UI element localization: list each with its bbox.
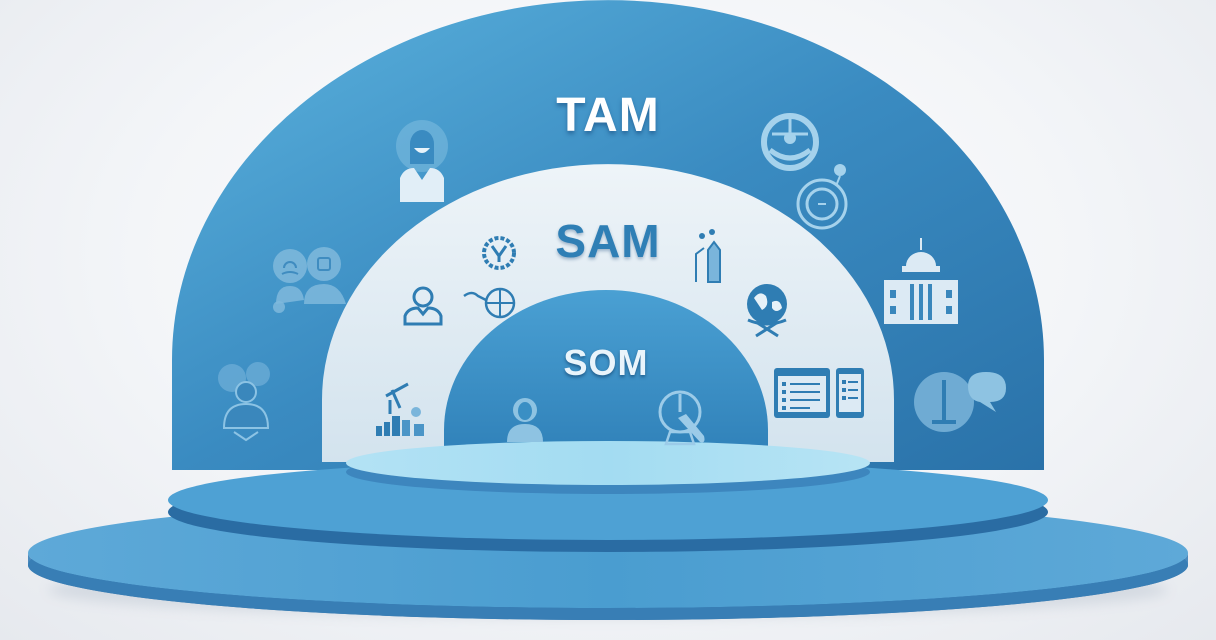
smiling-person-icon bbox=[396, 120, 448, 202]
thinking-person-icon bbox=[218, 362, 270, 442]
globe-stand-icon bbox=[747, 284, 787, 338]
target-circle-icon bbox=[796, 164, 848, 230]
sam-label: SAM bbox=[555, 215, 661, 267]
dna-turtle-icon bbox=[463, 287, 516, 319]
som-label: SOM bbox=[563, 342, 649, 383]
wind-turbine-city-icon bbox=[376, 382, 424, 436]
hand-gauge-icon bbox=[658, 390, 705, 446]
gear-wheel-icon bbox=[761, 113, 819, 171]
person-avatar-icon bbox=[507, 398, 543, 442]
government-building-icon bbox=[884, 238, 958, 324]
tam-label: TAM bbox=[556, 89, 660, 142]
user-profile-icon bbox=[403, 286, 443, 326]
tablet-phone-list-icon bbox=[774, 368, 864, 418]
growth-tower-icon bbox=[695, 229, 721, 283]
two-people-chat-icon bbox=[273, 247, 346, 313]
justice-scale-speech-icon bbox=[914, 372, 1006, 432]
gear-badge-icon bbox=[482, 236, 516, 270]
